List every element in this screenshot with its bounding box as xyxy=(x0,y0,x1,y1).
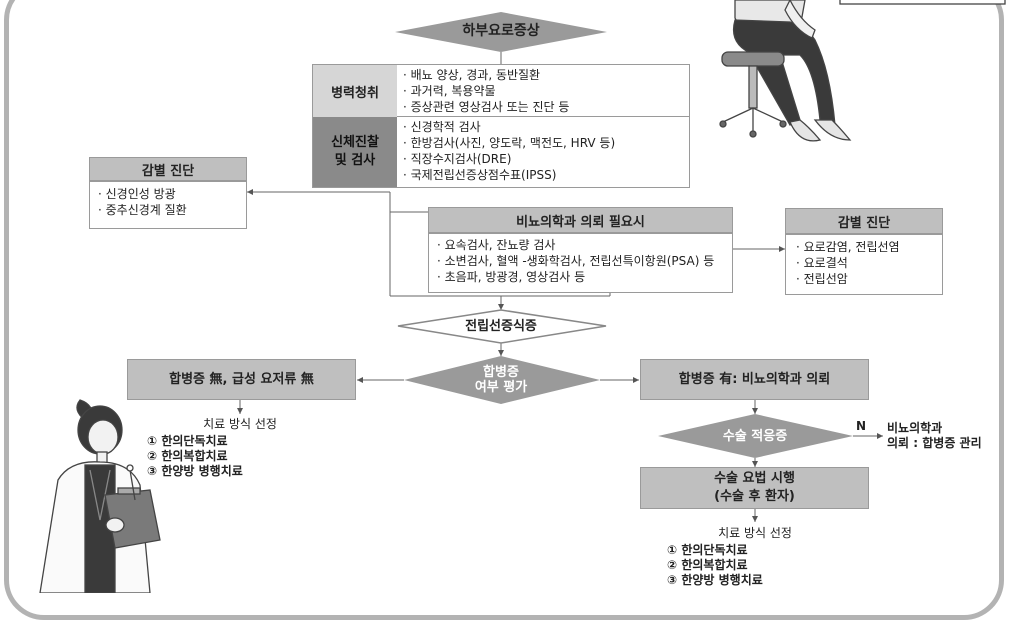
referral-body: · 요속검사, 잔뇨량 검사 · 소변검사, 혈액 -생화학검사, 전립선특이항… xyxy=(428,233,733,293)
history-item: · 배뇨 양상, 경과, 동반질환 xyxy=(403,68,541,82)
physical-item: · 국제전립선증상점수표(IPSS) xyxy=(403,168,557,182)
flowchart-canvas xyxy=(39,0,1006,593)
ddx-left-body: · 신경인성 방광 · 중추신경계 질환 xyxy=(89,181,247,229)
ddx-right-title: 감별 진단 xyxy=(785,208,943,234)
history-item: · 과거력, 복용약물 xyxy=(403,84,496,98)
right-option: ③ 한양방 병행치료 xyxy=(667,573,763,587)
referral-item: · 초음파, 방광경, 영상검사 등 xyxy=(437,270,586,284)
physical-label: 신체진찰 및 검사 xyxy=(313,117,397,187)
physical-items: · 신경학적 검사 · 한방검사(사진, 양도락, 맥전도, HRV 등) · … xyxy=(397,117,689,187)
history-label: 병력청취 xyxy=(313,65,397,117)
referral-title: 비뇨의학과 의뢰 필요시 xyxy=(428,207,733,233)
diamond-complication-label-1: 합병증 xyxy=(483,365,519,380)
left-options: ① 한의단독치료 ② 한의복합치료 ③ 한양방 병행치료 xyxy=(147,434,243,479)
surgery-box-line: (수술 후 환자) xyxy=(714,489,795,504)
ddx-right-item: · 전립선암 xyxy=(796,272,848,286)
ddx-left-title: 감별 진단 xyxy=(89,157,247,181)
physical-item: · 직장수지검사(DRE) xyxy=(403,152,512,166)
physical-item: · 한방검사(사진, 양도락, 맥전도, HRV 등) xyxy=(403,136,616,150)
left-option: ② 한의복합치료 xyxy=(147,449,228,463)
surgery-box-line: 수술 요법 시행 xyxy=(714,471,795,486)
right-option: ② 한의복합치료 xyxy=(667,558,748,572)
right-options: ① 한의단독치료 ② 한의복합치료 ③ 한양방 병행치료 xyxy=(667,543,763,588)
patient-illustration xyxy=(719,0,1006,142)
diamond-surgery xyxy=(658,414,853,458)
right-option: ① 한의단독치료 xyxy=(667,543,748,557)
diamond-complication-label-2: 여부 평가 xyxy=(474,380,528,395)
n-text-line: 의뢰 : 합병증 관리 xyxy=(887,436,982,450)
physical-label-line: 신체진찰 xyxy=(331,135,379,150)
ddx-right-item: · 요로결석 xyxy=(796,256,848,270)
diamond-surgery-label: 수술 적응증 xyxy=(722,429,788,444)
history-item: · 증상관련 영상검사 또는 진단 등 xyxy=(403,100,570,114)
ddx-right-item: · 요로감염, 전립선염 xyxy=(796,240,900,254)
left-option: ① 한의단독치료 xyxy=(147,434,228,448)
referral-item: · 소변검사, 혈액 -생화학검사, 전립선특이항원(PSA) 등 xyxy=(437,254,715,268)
ddx-left-item: · 신경인성 방광 xyxy=(98,187,176,201)
referral-item: · 요속검사, 잔뇨량 검사 xyxy=(437,238,556,252)
ddx-left-item: · 중추신경계 질환 xyxy=(98,203,187,217)
diamond-top-label: 하부요로증상 xyxy=(462,23,540,39)
ddx-right-body: · 요로감염, 전립선염 · 요로결석 · 전립선암 xyxy=(785,234,943,295)
diamond-top xyxy=(395,12,607,52)
doctor-illustration xyxy=(39,399,161,593)
physical-label-line: 및 검사 xyxy=(334,153,376,168)
no-complication-box: 합병증 無, 급성 요저류 無 xyxy=(127,359,356,400)
history-items: · 배뇨 양상, 경과, 동반질환 · 과거력, 복용약물 · 증상관련 영상검… xyxy=(397,65,689,117)
diamond-complication xyxy=(404,356,600,404)
diamond-prostatitis-label: 전립선증식증 xyxy=(465,319,537,334)
complication-box: 합병증 有: 비뇨의학과 의뢰 xyxy=(640,359,869,400)
left-option: ③ 한양방 병행치료 xyxy=(147,464,243,478)
left-select-label: 치료 방식 선정 xyxy=(203,417,277,431)
n-label: N xyxy=(856,419,867,433)
assessment-table: 병력청취 · 배뇨 양상, 경과, 동반질환 · 과거력, 복용약물 · 증상관… xyxy=(312,64,690,188)
physical-item: · 신경학적 검사 xyxy=(403,120,481,134)
right-select-label: 치료 방식 선정 xyxy=(718,526,792,540)
n-text: 비뇨의학과 의뢰 : 합병증 관리 xyxy=(887,421,982,451)
surgery-box: 수술 요법 시행 (수술 후 환자) xyxy=(640,467,869,509)
n-text-line: 비뇨의학과 xyxy=(887,421,943,435)
diamond-prostatitis xyxy=(397,309,607,344)
